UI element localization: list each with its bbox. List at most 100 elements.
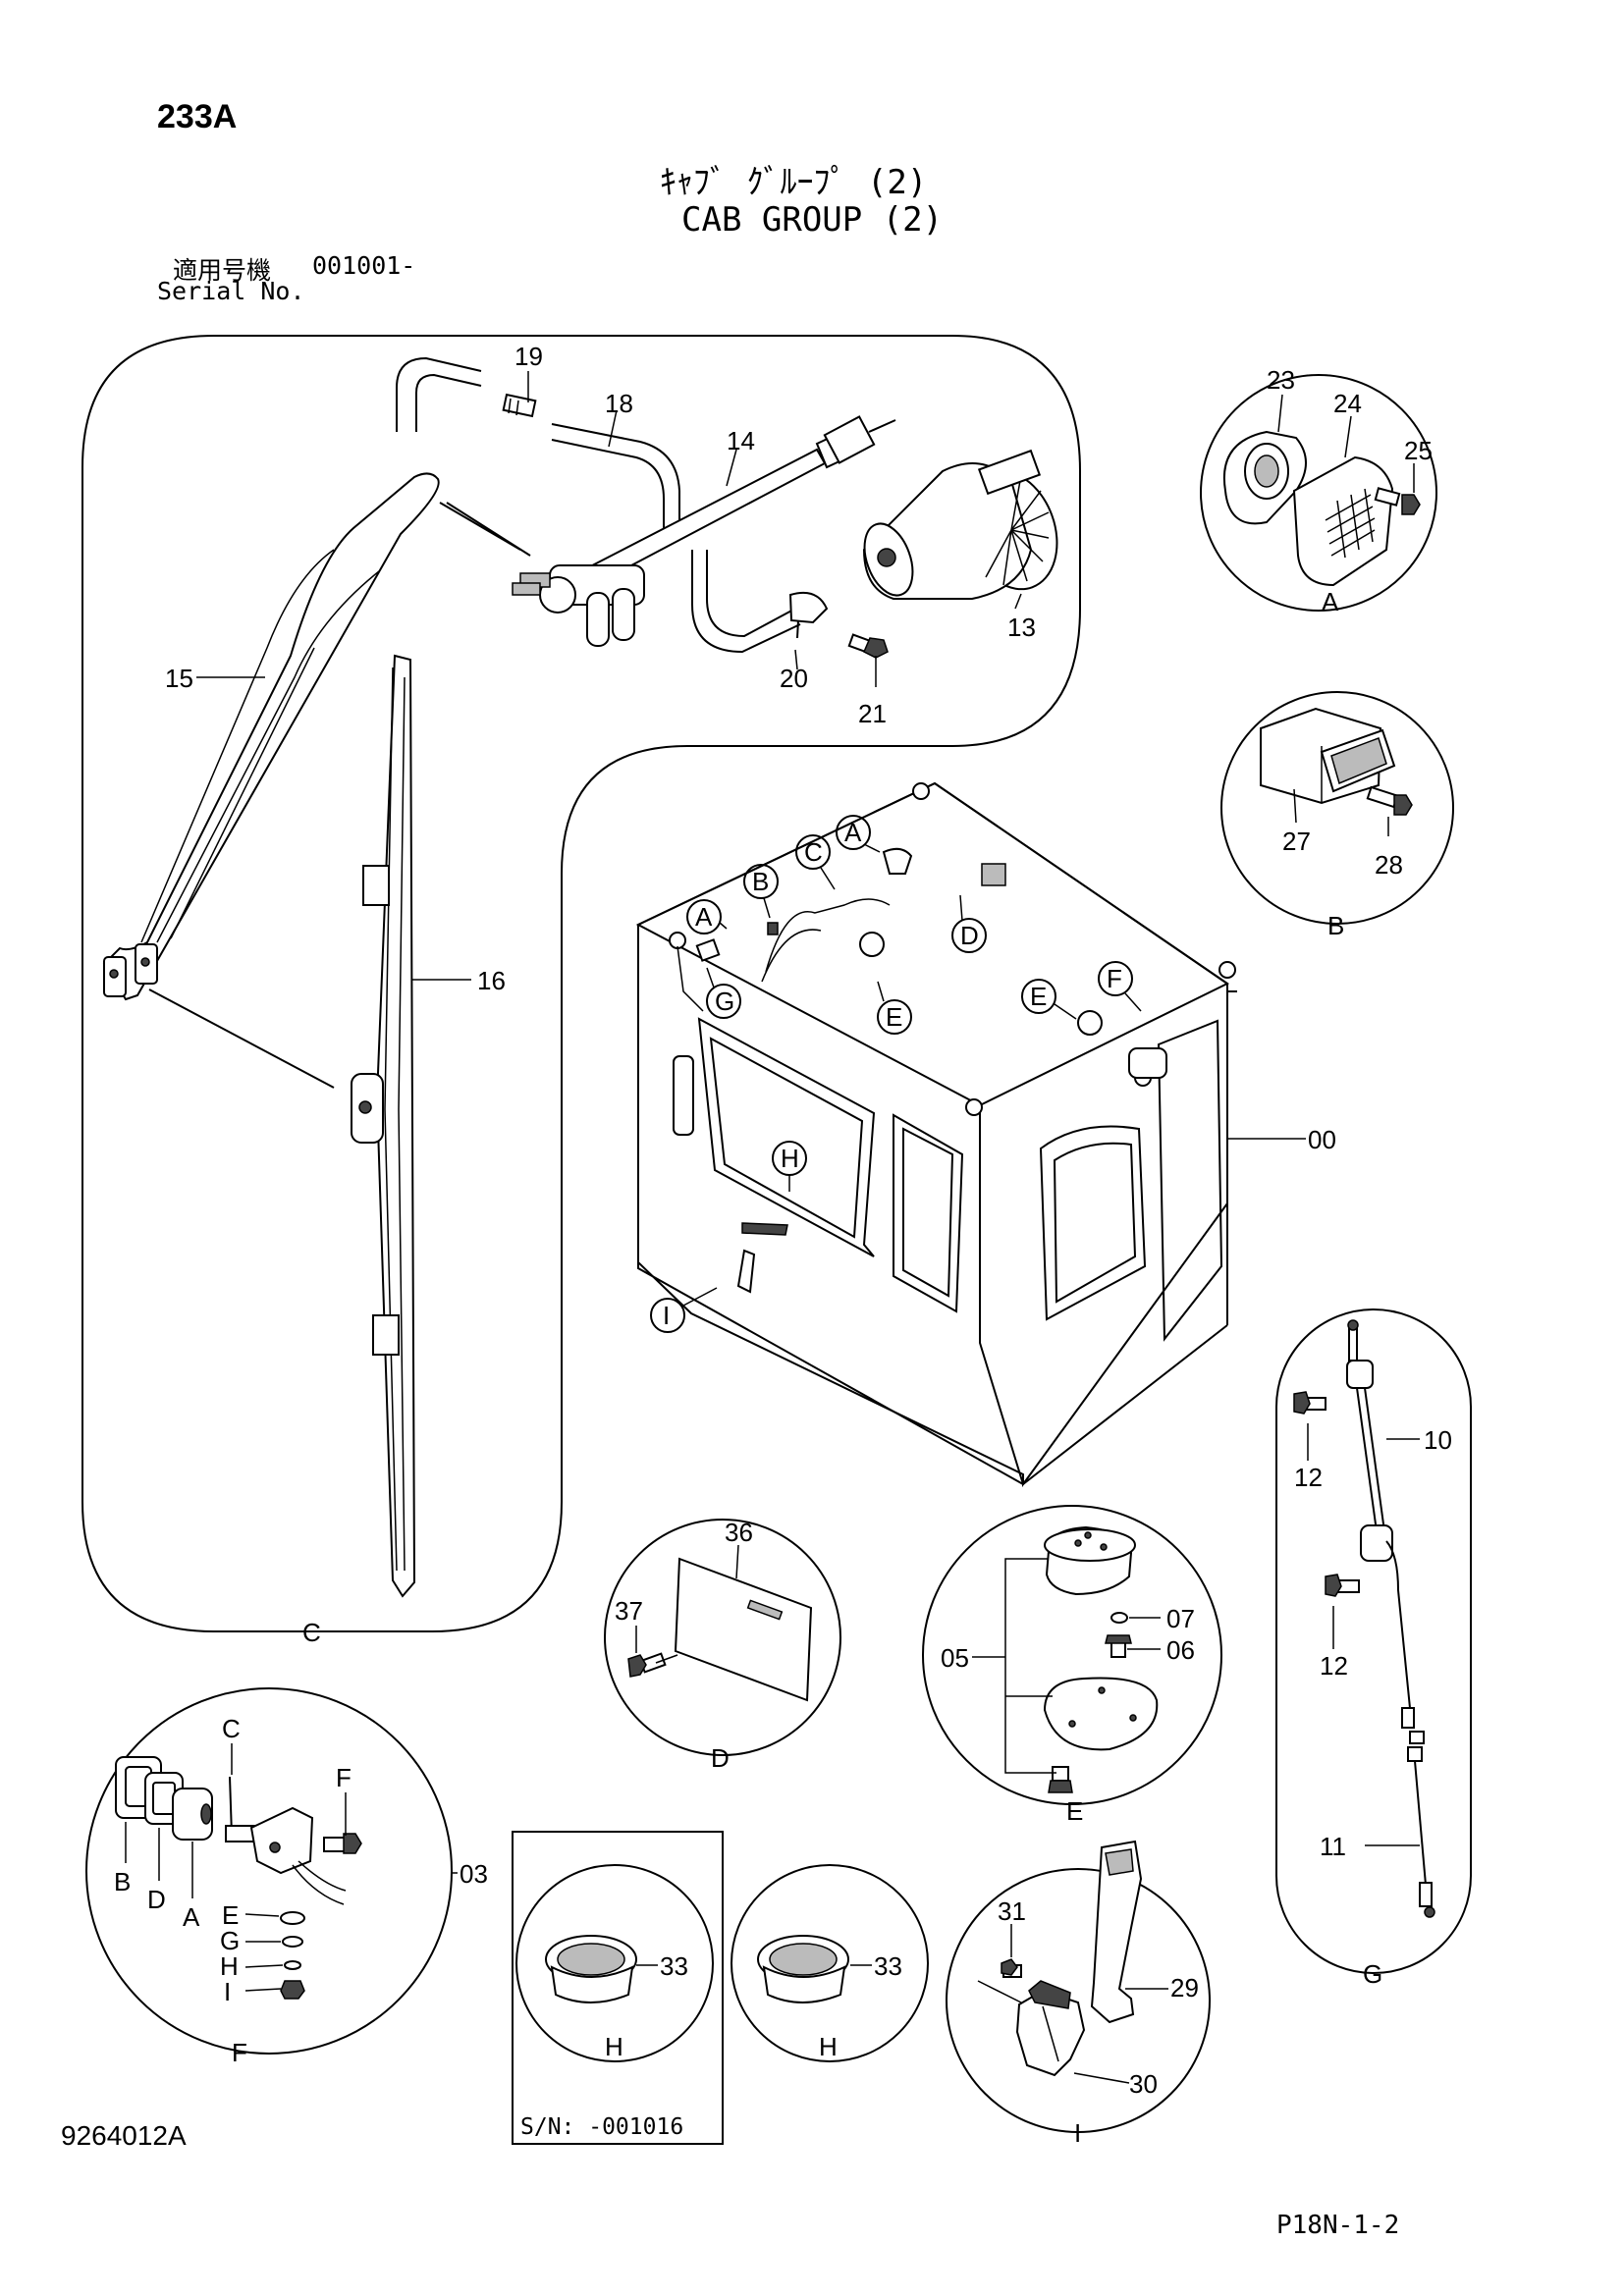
- detail-g-outline: [1275, 1308, 1472, 1974]
- detail-h-boxed: 33 H S/N: -001016: [512, 1831, 724, 2145]
- cab-ref-h: H: [781, 1144, 799, 1173]
- drawing-number: 9264012A: [61, 2120, 187, 2151]
- detail-h-letter-boxed: H: [605, 2032, 623, 2061]
- callout-20: 20: [780, 664, 808, 693]
- cab-ref-a-left: A: [695, 902, 713, 932]
- page-reference: P18N-1-2: [1276, 2211, 1400, 2240]
- callout-21: 21: [858, 699, 887, 728]
- detail-a: 23 24 25 A: [1200, 365, 1437, 616]
- callout-14: 14: [727, 426, 755, 455]
- cab-ref-f: F: [1107, 964, 1122, 993]
- cab-ref-d: D: [960, 921, 979, 950]
- wiper-group: 19 18 14 13 20 21 15 16 C: [81, 335, 1081, 1647]
- wiper-group-outline: [81, 335, 1081, 1632]
- subpart-f: F: [336, 1763, 352, 1792]
- callout-24: 24: [1333, 389, 1362, 418]
- title-english: CAB GROUP (2): [681, 200, 944, 240]
- callout-27: 27: [1282, 827, 1311, 856]
- detail-a-letter: A: [1322, 587, 1339, 616]
- detail-i-letter: I: [1074, 2118, 1081, 2148]
- callout-07: 07: [1166, 1604, 1195, 1633]
- callout-36: 36: [725, 1518, 753, 1547]
- subpart-b: B: [114, 1867, 131, 1896]
- cab-front-window: [697, 1017, 876, 1257]
- detail-b: 27 28 B: [1220, 691, 1454, 940]
- callout-18: 18: [605, 389, 633, 418]
- serial-note: S/N: -001016: [520, 2114, 683, 2140]
- callout-06: 06: [1166, 1635, 1195, 1665]
- detail-g-letter: G: [1363, 1959, 1382, 1989]
- callout-03: 03: [460, 1859, 488, 1889]
- subpart-h: H: [220, 1951, 239, 1981]
- detail-h: 33 H: [731, 1864, 929, 2062]
- callout-25: 25: [1404, 436, 1433, 465]
- callout-05: 05: [941, 1643, 969, 1673]
- detail-h-circle-boxed: [515, 1864, 714, 2062]
- subpart-c: C: [222, 1714, 241, 1743]
- callout-33-boxed: 33: [660, 1951, 688, 1981]
- detail-i-circle: [946, 1868, 1211, 2133]
- detail-a-circle: [1200, 374, 1437, 612]
- serial-value: 001001-: [312, 251, 416, 280]
- cab-side-window-right: [1039, 1125, 1147, 1321]
- detail-d-circle: [604, 1519, 841, 1756]
- detail-e: 05 07 06 E: [922, 1505, 1222, 1826]
- cab-ref-e-right: E: [1030, 982, 1047, 1011]
- detail-e-circle: [922, 1505, 1222, 1805]
- clamp-and-bolt: [788, 591, 889, 659]
- subpart-a: A: [183, 1902, 200, 1932]
- callout-23: 23: [1267, 365, 1295, 395]
- callout-12-upper: 12: [1294, 1463, 1323, 1492]
- wiper-motor: [862, 449, 1058, 600]
- cab-ref-i: I: [663, 1301, 670, 1330]
- callout-37: 37: [615, 1596, 643, 1626]
- callout-10: 10: [1424, 1425, 1452, 1455]
- subpart-i: I: [224, 1977, 231, 2006]
- washer-hose: [396, 356, 801, 654]
- cab-detail-refs: A A B C D E E F G H I 00: [650, 815, 1336, 1333]
- serial-label-english: Serial No.: [157, 277, 305, 305]
- detail-e-letter: E: [1066, 1796, 1083, 1826]
- cab-body: [635, 781, 1306, 1488]
- cab-ref-b: B: [752, 867, 769, 896]
- detail-h-serial-box: [512, 1831, 724, 2145]
- detail-f-circle: [85, 1687, 453, 2055]
- subpart-d: D: [147, 1885, 166, 1914]
- detail-g: 10 12 12 11 G: [1275, 1308, 1472, 1989]
- cab-ref-c: C: [804, 837, 823, 867]
- callout-30: 30: [1129, 2069, 1158, 2099]
- detail-i: 31 29 30 I: [946, 1840, 1211, 2148]
- callout-16: 16: [477, 966, 506, 995]
- wiper-blade: [148, 654, 416, 1598]
- callout-13: 13: [1007, 613, 1036, 642]
- wiper-group-detail-letter: C: [302, 1618, 321, 1647]
- callout-28: 28: [1375, 850, 1403, 880]
- wiper-arm: [102, 472, 521, 1001]
- callout-31: 31: [998, 1896, 1026, 1926]
- cab-door: [1157, 1019, 1223, 1342]
- callout-12-lower: 12: [1320, 1651, 1348, 1681]
- detail-b-circle: [1220, 691, 1454, 925]
- page-number: 233A: [157, 98, 238, 135]
- wiper-leaders: [196, 371, 1022, 981]
- washer-nozzle-joint: [502, 393, 537, 418]
- callout-19: 19: [514, 342, 543, 371]
- callout-15: 15: [165, 664, 193, 693]
- callout-29: 29: [1170, 1973, 1199, 2002]
- detail-b-letter: B: [1327, 911, 1344, 940]
- detail-d-letter: D: [711, 1743, 730, 1773]
- cab-side-window-left: [893, 1113, 964, 1313]
- detail-f: C F B D A E G H I 03 F: [85, 1687, 488, 2067]
- cab-ref-e-center: E: [886, 1002, 902, 1032]
- detail-h-letter: H: [819, 2032, 838, 2061]
- wiper-pivot: [446, 502, 645, 647]
- callout-00: 00: [1308, 1125, 1336, 1154]
- callout-33: 33: [874, 1951, 902, 1981]
- cab-ref-a-right: A: [844, 818, 862, 847]
- cab-ref-g: G: [715, 987, 734, 1016]
- callout-11: 11: [1320, 1832, 1346, 1861]
- title-japanese: ｷｬﾌﾞ ｸﾞﾙｰﾌﾟ (2): [660, 163, 928, 202]
- detail-f-letter: F: [232, 2038, 247, 2067]
- detail-d: 36 37 D: [604, 1518, 841, 1773]
